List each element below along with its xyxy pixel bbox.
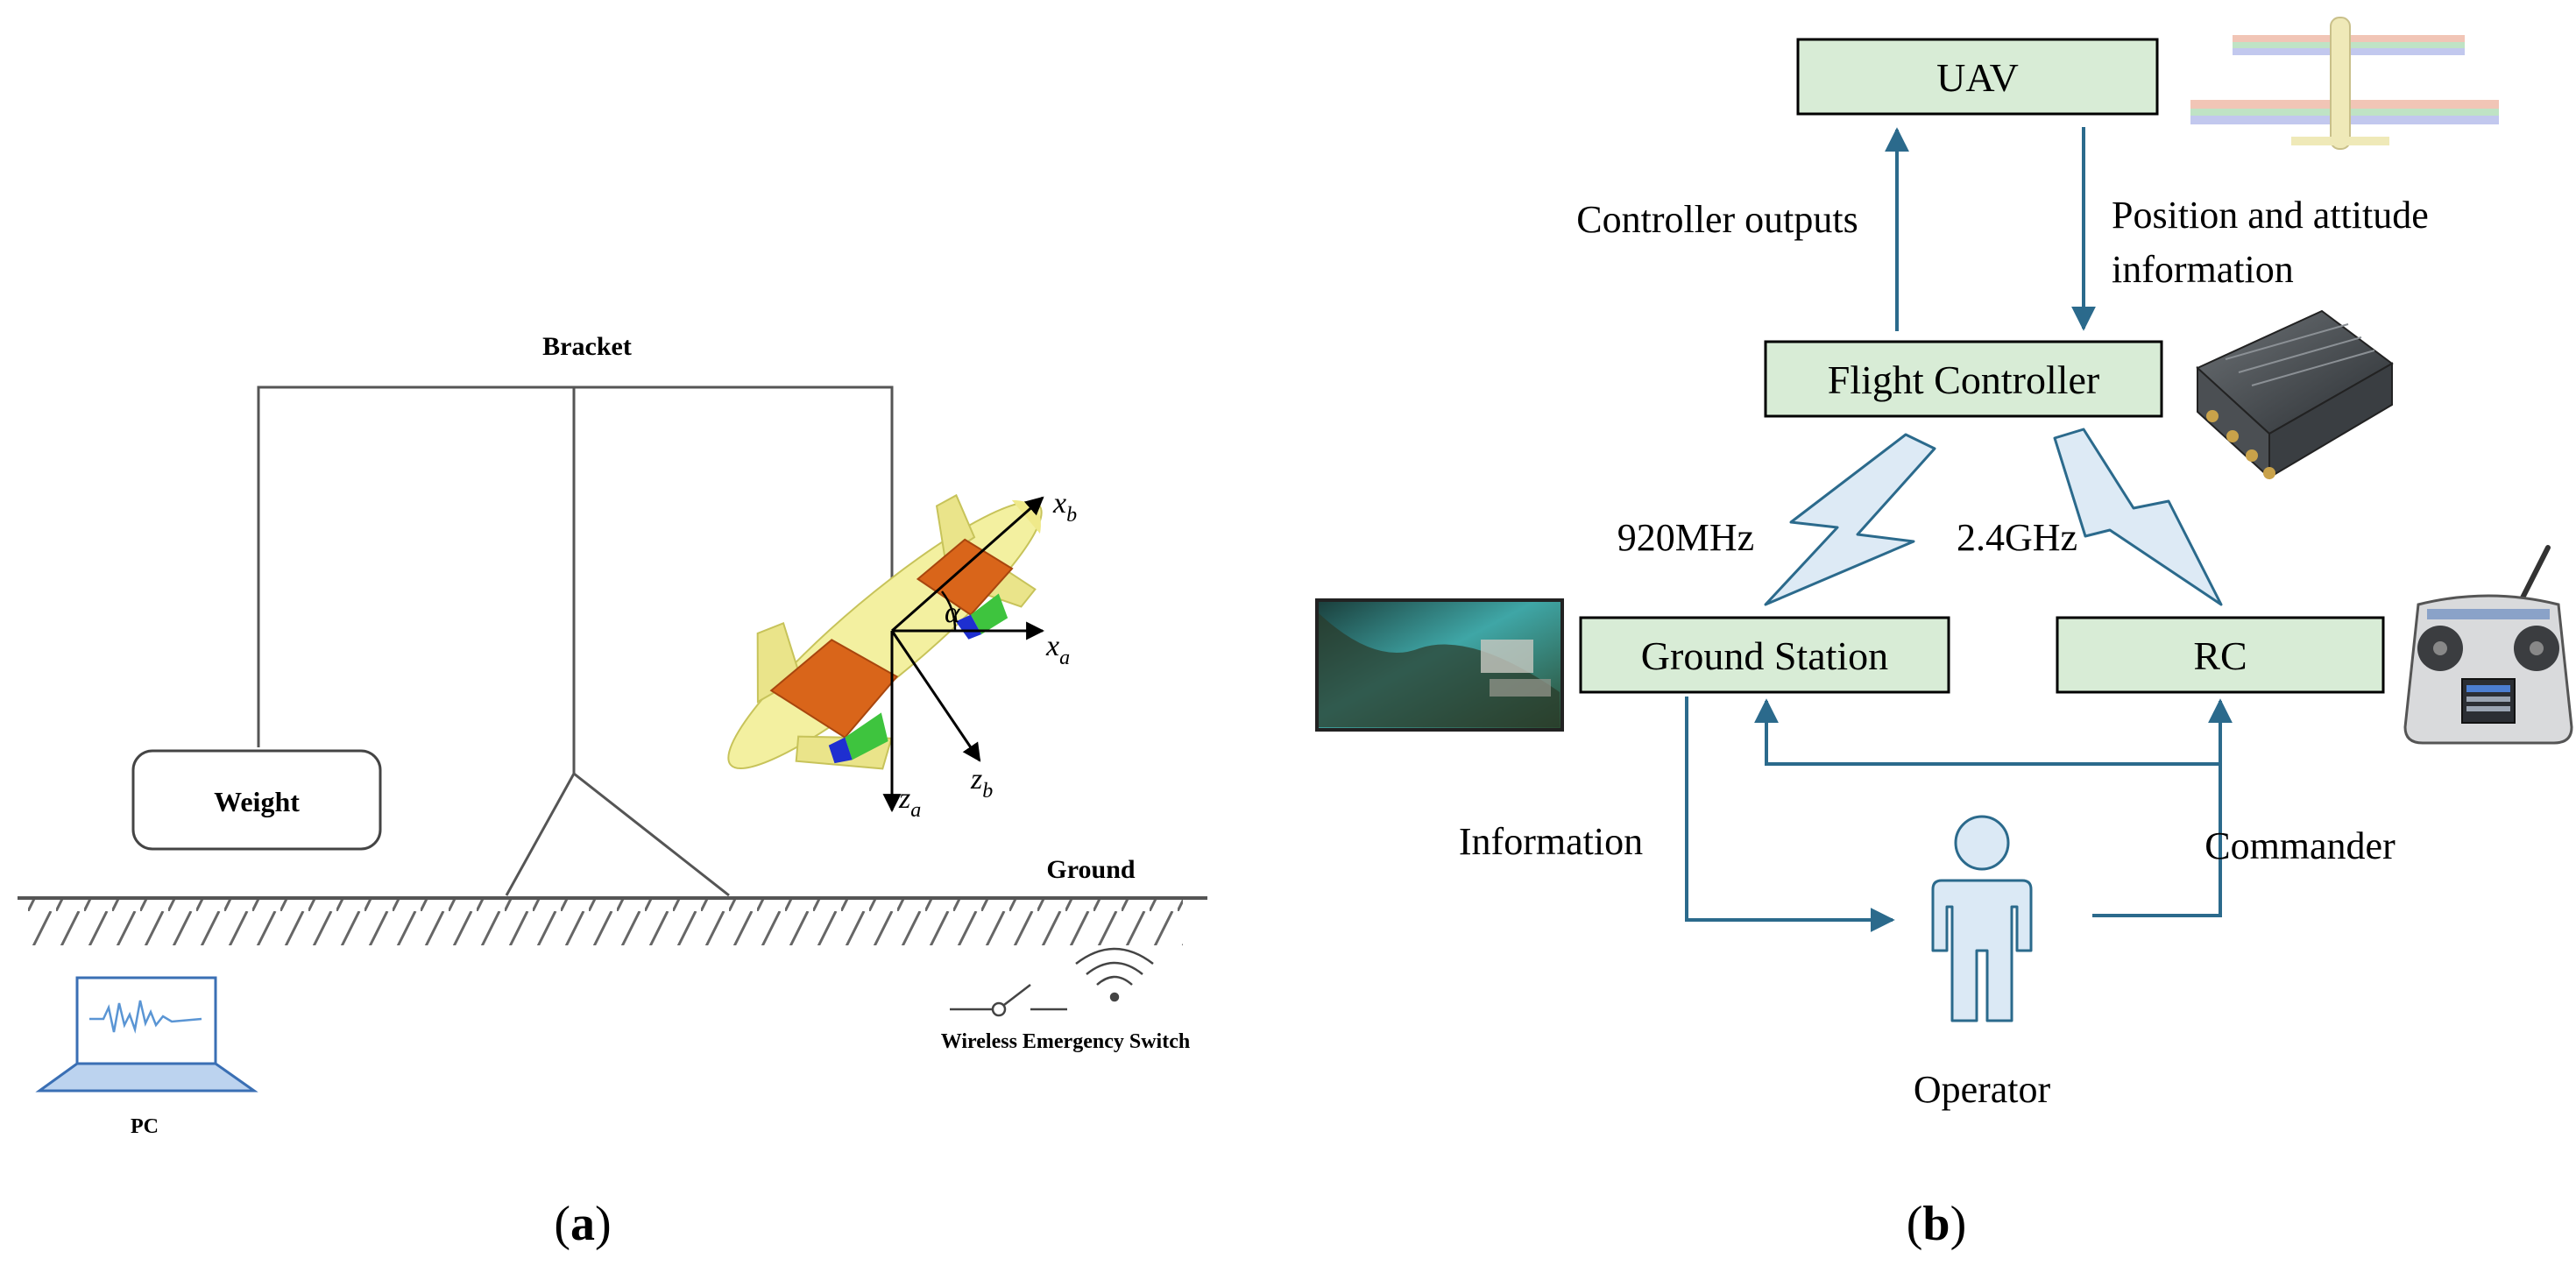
aircraft-model xyxy=(727,493,1043,770)
panel-b-caption: (b) xyxy=(1907,1197,1966,1251)
rc-to-ground-station-arrow xyxy=(1754,698,2220,766)
lightning-24-icon xyxy=(2053,428,2223,606)
axis-xb xyxy=(891,496,1044,633)
alpha-arc xyxy=(941,591,957,632)
alpha-label: α xyxy=(945,597,961,629)
bracket-label: Bracket xyxy=(542,332,632,361)
weight-box xyxy=(131,749,382,851)
ground-station-image xyxy=(1315,598,1564,732)
xa-label: xa xyxy=(1045,630,1070,669)
flight-controller-box xyxy=(1764,340,2163,418)
ground-station-label: Ground Station xyxy=(1641,633,1888,678)
panel-a-caption: (a) xyxy=(554,1197,611,1251)
rc-box xyxy=(2056,616,2385,694)
laptop-icon xyxy=(35,976,258,1093)
pc-label: PC xyxy=(131,1115,159,1138)
flight-controller-image xyxy=(2196,309,2394,480)
operator-label: Operator xyxy=(1914,1068,2051,1111)
freq-920-label: 920MHz xyxy=(1617,516,1754,559)
information-arrow xyxy=(1685,697,1895,932)
wifi-icon xyxy=(1075,947,1154,1002)
information-label: Information xyxy=(1459,820,1643,863)
flight-controller-label: Flight Controller xyxy=(1828,357,2100,402)
commander-arrow xyxy=(2092,698,2233,917)
uav-box xyxy=(1796,38,2159,116)
wireless-switch-label: Wireless Emergency Switch xyxy=(941,1030,1190,1053)
rc-transmitter-image xyxy=(2403,545,2573,745)
uav-label: UAV xyxy=(1936,55,2019,100)
bracket-frame xyxy=(257,385,894,897)
position-info-label-1: Position and attitude xyxy=(2112,194,2429,237)
panel-a: Bracket Weight Ground PC Wireless Emer xyxy=(18,332,1207,1251)
ground-hatch xyxy=(26,900,1183,945)
rc-label: RC xyxy=(2193,633,2247,678)
panel-b: UAV Flight Controller Ground Station RC … xyxy=(1315,17,2573,1251)
ground-label: Ground xyxy=(1046,855,1135,884)
operator-icon xyxy=(1931,815,2033,1022)
uav-image xyxy=(2190,17,2499,150)
switch-icon xyxy=(950,984,1067,1017)
ground-station-box xyxy=(1579,616,1950,694)
freq-24-label: 2.4GHz xyxy=(1957,516,2077,559)
za-label: za xyxy=(898,782,921,822)
axes: α xb xa za zb xyxy=(882,487,1077,822)
controller-outputs-label: Controller outputs xyxy=(1576,198,1858,241)
zb-label: zb xyxy=(970,763,993,803)
lightning-920-icon xyxy=(1764,433,1936,606)
xb-label: xb xyxy=(1052,487,1077,527)
weight-label: Weight xyxy=(214,786,300,817)
position-info-label-2: information xyxy=(2112,248,2294,291)
commander-label: Commander xyxy=(2204,824,2396,867)
axis-zb xyxy=(890,630,981,762)
